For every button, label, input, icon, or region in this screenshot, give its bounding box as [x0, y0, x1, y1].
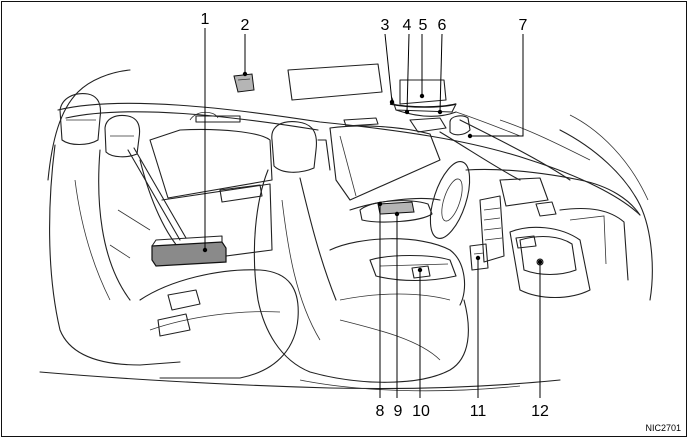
- callout-9: 9: [394, 403, 403, 420]
- callout-5: 5: [419, 17, 428, 34]
- front-seat: [253, 121, 469, 383]
- callout-3: 3: [381, 17, 390, 34]
- leader-lines: [202, 28, 543, 398]
- callout-2: 2: [241, 17, 250, 34]
- windshield: [439, 119, 591, 181]
- center-console: [359, 200, 457, 282]
- glovebox: [519, 235, 577, 276]
- front-door: [329, 117, 441, 211]
- floor: [299, 319, 521, 392]
- callout-12: 12: [531, 403, 549, 420]
- rearview-mirror: [449, 115, 471, 136]
- callout-labels: 1 2 3 4 5 6 7 8 9 10 11 12: [201, 11, 549, 420]
- callout-6: 6: [438, 17, 447, 34]
- callout-7: 7: [519, 17, 528, 34]
- callout-1: 1: [201, 11, 210, 28]
- rear-map-light: [233, 73, 255, 93]
- callout-11: 11: [470, 403, 487, 420]
- rear-window: [287, 63, 383, 101]
- rear-armrest: [151, 235, 227, 267]
- overhead-console: [389, 79, 521, 137]
- rear-seat: [49, 144, 299, 379]
- callout-10: 10: [412, 403, 430, 420]
- steering-wheel: [429, 161, 471, 239]
- console-box: [469, 243, 489, 271]
- figure-code: NIC2701: [645, 423, 681, 433]
- rear-headrests: [59, 93, 141, 158]
- callout-4: 4: [403, 17, 412, 34]
- dashboard: [465, 168, 641, 298]
- callout-8: 8: [376, 403, 385, 420]
